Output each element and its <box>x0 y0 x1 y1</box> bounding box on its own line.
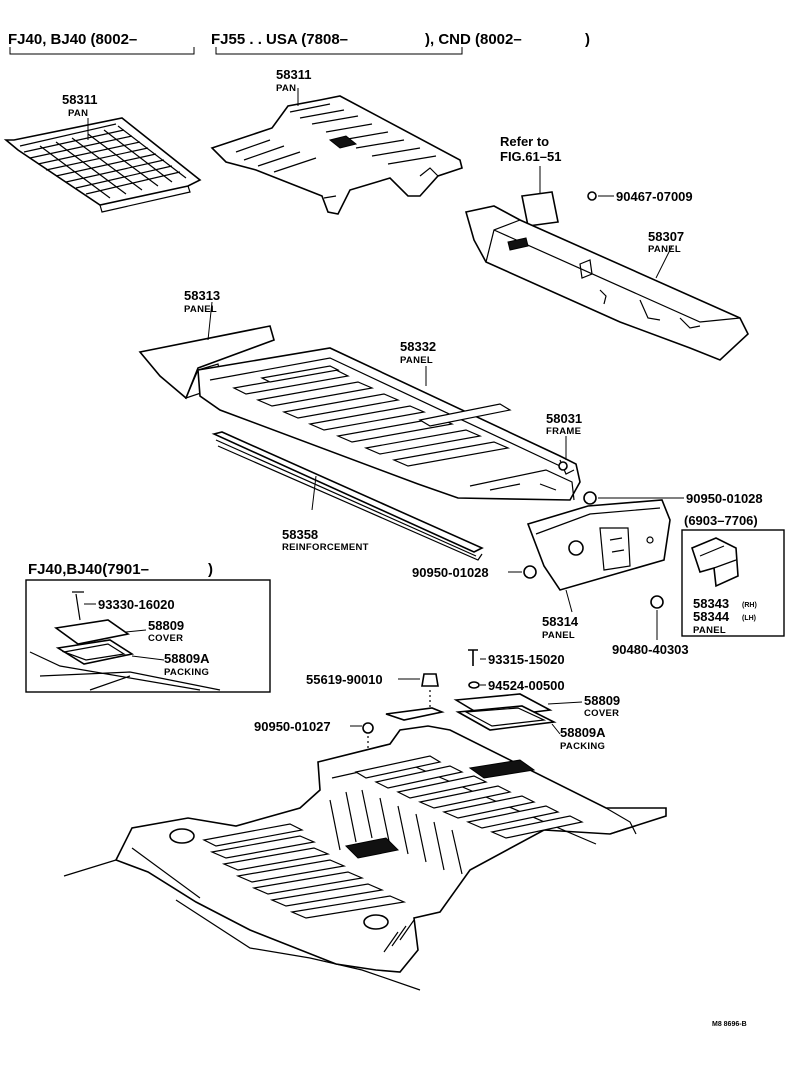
refer-note-line1: Refer to <box>500 134 549 149</box>
cover-58809-drawing <box>453 693 557 731</box>
panel-lh-part-number: 58344 <box>693 609 730 624</box>
inset-packing-part-number: 58809A <box>164 651 210 666</box>
washer-94524-icon <box>468 681 480 689</box>
pan-right-name: PAN <box>276 83 296 94</box>
nut-mid-icon <box>523 565 537 579</box>
inset-drawing <box>29 591 221 691</box>
panel-58307-part-number: 58307 <box>648 229 684 244</box>
panel-58314-leader <box>565 589 573 613</box>
inset-box-title-close: ) <box>208 561 213 578</box>
panel-rh-suffix: (RH) <box>742 602 757 609</box>
panel-58307-name: PANEL <box>648 244 681 255</box>
screw-93315-part-number: 93315-15020 <box>488 652 565 667</box>
reinforcement-leader <box>311 475 317 511</box>
packing-58809a-part-number: 58809A <box>560 725 606 740</box>
figure-code: M8 8696-B <box>712 1021 747 1028</box>
header-right-group-a: FJ55 . . USA (7808– <box>211 31 348 48</box>
header-left-group: FJ40, BJ40 (8002– <box>8 31 137 48</box>
washer-94524-part-number: 94524-00500 <box>488 678 565 693</box>
packing-58809a-name: PACKING <box>560 741 605 752</box>
inset-cover-name: COVER <box>148 633 183 644</box>
panel-58307-leader <box>655 245 673 279</box>
bolt-90467-part-number: 90467-07009 <box>616 189 693 204</box>
pan-left-name: PAN <box>68 108 88 119</box>
nut-90950-01027-part-number: 90950-01027 <box>254 719 331 734</box>
panel-58313-leader <box>207 301 213 341</box>
variant-box-title: (6903–7706) <box>684 513 758 528</box>
screw-93315-icon <box>468 649 478 666</box>
grommet-icon <box>650 595 664 609</box>
reinforcement-part-number: 58358 <box>282 527 318 542</box>
pan-right-part-number: 58311 <box>276 67 311 82</box>
reinforcement-name: REINFORCEMENT <box>282 542 369 553</box>
reinforcement-drawing <box>211 431 484 561</box>
inset-packing-name: PACKING <box>164 667 209 678</box>
variant-box <box>681 529 785 637</box>
inset-packing-leader <box>131 655 165 661</box>
plug-55619-part-number: 55619-90010 <box>306 672 383 687</box>
panel-58332-name: PANEL <box>400 355 433 366</box>
inset-cover-part-number: 58809 <box>148 618 184 633</box>
panel-58307-drawing <box>464 191 749 361</box>
header-right-group-c: ) <box>585 31 590 48</box>
panel-58313-part-number: 58313 <box>184 288 220 303</box>
frame-58031-part-number: 58031 <box>546 411 582 426</box>
floor-pan-drawing <box>63 707 667 991</box>
inset-box-title: FJ40,BJ40(7901– <box>28 561 149 578</box>
panel-58314-part-number: 58314 <box>542 614 579 629</box>
panel-58332-part-number: 58332 <box>400 339 436 354</box>
inset-cover-leader <box>125 629 147 633</box>
pan-right-drawing <box>210 95 463 215</box>
nut-right-part-number: 90950-01028 <box>686 491 763 506</box>
bed-panel-drawing <box>138 325 581 501</box>
pan-left-part-number: 58311 <box>62 92 97 107</box>
packing-58809a-leader <box>551 723 561 735</box>
inset-box <box>25 579 271 693</box>
refer-note-line2: FIG.61–51 <box>500 149 561 164</box>
nut-right-icon <box>583 491 597 505</box>
cover-58809-name: COVER <box>584 708 619 719</box>
header-right-group-b: ), CND (8002– <box>425 31 522 48</box>
cover-58809-leader <box>547 701 583 705</box>
cover-58809-part-number: 58809 <box>584 693 620 708</box>
panel-rh-part-number: 58343 <box>693 596 729 611</box>
bolt-90467-icon <box>587 191 597 201</box>
pan-left-drawing <box>3 117 202 213</box>
plug-55619-icon <box>421 673 439 687</box>
grommet-part-number: 90480-40303 <box>612 642 689 657</box>
inset-screw-part-number: 93330-16020 <box>98 597 175 612</box>
nut-mid-part-number: 90950-01028 <box>412 565 489 580</box>
header-left-bracket <box>9 47 195 55</box>
panel-58314-name: PANEL <box>542 630 575 641</box>
side-panel-drawing <box>691 537 739 588</box>
panel-lh-suffix: (LH) <box>742 615 756 622</box>
panel-58313-name: PANEL <box>184 304 217 315</box>
panel-lh-name: PANEL <box>693 625 726 636</box>
nut-90950-01027-icon <box>362 722 374 734</box>
frame-58031-name: FRAME <box>546 426 581 437</box>
panel-58314-drawing <box>526 499 671 591</box>
header-right-bracket <box>215 47 463 55</box>
